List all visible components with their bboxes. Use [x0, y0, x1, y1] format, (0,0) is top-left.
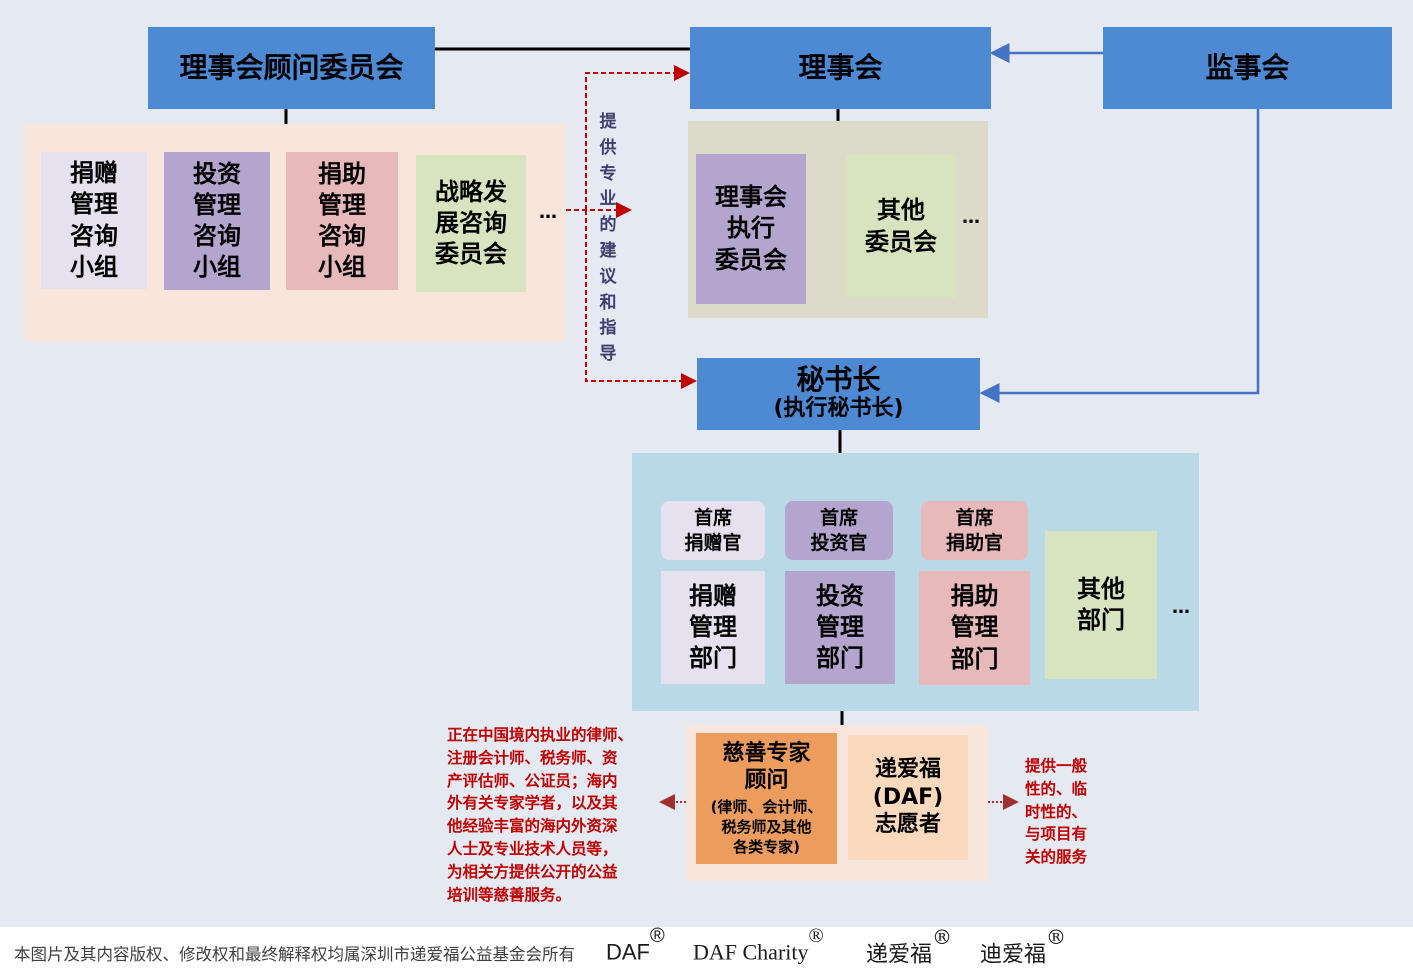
board-box: 理事会	[690, 27, 991, 109]
departments-ellipsis: …	[1172, 597, 1190, 618]
brand-diaifu-2: 迪爱福®	[980, 925, 1067, 968]
chief-donation-officer: 首席 捐赠官	[661, 501, 765, 560]
board-ellipsis: …	[962, 207, 980, 228]
charity-experts-title: 慈善专家 顾问	[722, 740, 811, 794]
advice-note: 提供专业的建议和指导	[599, 112, 617, 365]
daf-volunteers-box: 递爱福 (DAF) 志愿者	[848, 735, 968, 860]
strategy-committee: 战略发 展咨询 委员会	[416, 155, 526, 292]
grant-department: 捐助 管理 部门	[919, 571, 1030, 685]
copyright-notice: 本图片及其内容版权、修改权和最终解释权均属深圳市递爱福公益基金会所有	[14, 946, 575, 964]
secretary-general-title: 秘书长	[796, 363, 881, 397]
org-chart: 理事会顾问委员会 理事会 监事会 捐赠 管理 咨询 小组 投资 管理 咨询 小组…	[0, 0, 1413, 927]
donation-department: 捐赠 管理 部门	[661, 571, 765, 684]
advisory-committee-box: 理事会顾问委员会	[148, 27, 435, 109]
arrow-supervisory-secretary	[979, 109, 1260, 403]
board-executive-committee: 理事会 执行 委员会	[696, 154, 806, 304]
secretary-general-subtitle: (执行秘书长)	[773, 396, 904, 422]
arrow-advice-secretary	[585, 210, 697, 389]
charity-experts-subtitle: (律师、会计师、 税务师及其他 各类专家)	[710, 797, 823, 857]
chief-investment-officer: 首席 投资官	[785, 501, 893, 560]
volunteers-note: 提供一般 性的、临 时性的、 与项目有 关的服务	[1025, 756, 1088, 867]
secretary-general-box: 秘书长 (执行秘书长)	[697, 358, 980, 430]
arrow-advice-board	[585, 65, 690, 210]
footer: 本图片及其内容版权、修改权和最终解释权均属深圳市递爱福公益基金会所有 DAF® …	[0, 925, 1413, 971]
investment-department: 投资 管理 部门	[785, 571, 895, 684]
advisory-group-donation: 捐赠 管理 咨询 小组	[41, 152, 147, 289]
brand-daf-charity: DAF Charity®	[693, 925, 824, 965]
chief-grant-officer: 首席 捐助官	[921, 501, 1028, 560]
supervisory-board-box: 监事会	[1103, 27, 1392, 109]
other-departments: 其他 部门	[1045, 531, 1157, 679]
other-committees: 其他 委员会	[846, 155, 956, 298]
advisory-group-investment: 投资 管理 咨询 小组	[164, 152, 270, 290]
brand-diaifu-1: 递爱福®	[866, 925, 953, 968]
advisory-group-grant: 捐助 管理 咨询 小组	[286, 152, 398, 290]
charity-experts-box: 慈善专家 顾问 (律师、会计师、 税务师及其他 各类专家)	[696, 733, 837, 864]
experts-note: 正在中国境内执业的律师、 注册会计师、税务师、资 产评估师、公证员；海内 外有关…	[447, 725, 634, 904]
brand-daf: DAF®	[606, 925, 665, 965]
advisory-ellipsis: …	[539, 202, 557, 223]
